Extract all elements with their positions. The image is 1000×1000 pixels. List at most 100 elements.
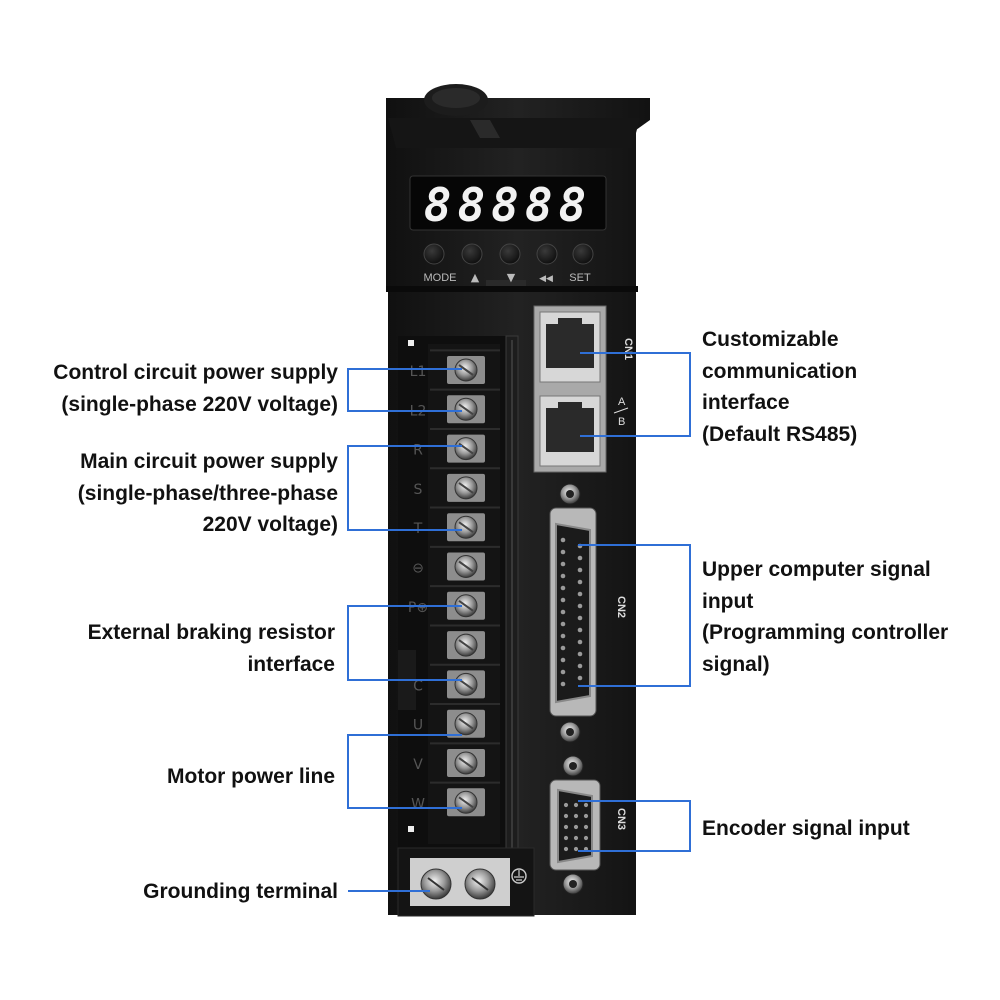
callout-line: Encoder signal input (702, 817, 910, 840)
cn3-pin (563, 802, 569, 808)
callout-grounding: Grounding terminal (143, 876, 338, 908)
screw-slot (458, 403, 474, 416)
screw-slot (458, 364, 474, 376)
keypad: MODE ▲ ▼ ◀◀ SET (423, 243, 594, 284)
terminal-label: ⊖ (412, 561, 424, 577)
cn1-label: CN1 (622, 338, 634, 360)
callout-line: Motor power line (167, 765, 335, 788)
callout-line: input (702, 589, 754, 613)
cn2-pin (577, 615, 583, 621)
cn3-pins (563, 802, 589, 852)
cn1-ports: CN1 A B (533, 305, 634, 473)
terminal-label: C (413, 678, 423, 694)
cn2-pin (560, 681, 566, 687)
mode-label: MODE (424, 272, 457, 284)
grounding-block (397, 847, 535, 917)
cn2-pin (560, 669, 566, 675)
callout-line: signal) (702, 652, 770, 676)
callout-line: (single-phase/three-phase (77, 481, 338, 505)
cn2-pin (560, 633, 566, 639)
cn3-pin (583, 835, 589, 841)
cn2-label: CN2 (615, 596, 627, 618)
leader-control-power (347, 368, 462, 412)
down-label: ▼ (507, 271, 516, 284)
cn3-pin (583, 813, 589, 819)
callout-line: interface (702, 391, 790, 414)
screw-slot (458, 717, 474, 730)
callout-upper-computer: Upper computer signal input (Programming… (702, 554, 948, 680)
screw-slot (458, 796, 474, 809)
cn2-pin (577, 579, 583, 585)
callout-line: (Programming controller (702, 621, 949, 644)
leader-motor (347, 734, 462, 809)
callout-line: 220V voltage) (202, 513, 338, 536)
screw-slot (458, 678, 474, 691)
cn3-pin (573, 802, 579, 808)
cn3-pin (573, 846, 579, 852)
cn2-pin (577, 567, 583, 573)
cn3-pin (583, 824, 589, 830)
up-button[interactable] (461, 243, 483, 265)
terminal-label: W (411, 796, 425, 812)
cn2-pin (577, 639, 583, 645)
terminal-label: S (414, 482, 423, 498)
leader-braking (347, 605, 462, 681)
cn3-pin (583, 802, 589, 808)
terminal-label: V (413, 757, 423, 773)
callout-line: (Default RS485) (702, 422, 858, 446)
callout-motor-power: Motor power line (167, 761, 335, 793)
cn2-pin (577, 675, 583, 681)
callout-line: External braking resistor (87, 621, 335, 644)
cn2-pin (560, 585, 566, 591)
callout-line: communication (702, 359, 858, 383)
screw-slot (458, 599, 474, 612)
cn2-pin (560, 657, 566, 663)
leader-lines (347, 352, 691, 892)
cn2-pin (577, 591, 583, 597)
terminal-label: U (413, 718, 423, 734)
cn2-pin (577, 627, 583, 633)
led-display: 88888 (409, 175, 607, 232)
callout-control-power: Control circuit power supply (single-pha… (53, 357, 338, 420)
cn3-pin (563, 824, 569, 830)
cn2-pin (560, 609, 566, 615)
callout-line: (single-phase 220V voltage) (61, 392, 338, 416)
screw-slot (458, 757, 474, 769)
display-digits: 88888 (424, 178, 592, 232)
terminal-label: R (413, 443, 423, 459)
down-button[interactable] (499, 243, 521, 265)
cn2-pin (560, 561, 566, 567)
shift-button[interactable] (536, 243, 558, 265)
ground-symbol-icon (511, 868, 527, 884)
shift-label: ◀◀ (539, 274, 553, 284)
cn3-pin (563, 846, 569, 852)
callout-encoder: Encoder signal input (702, 813, 910, 845)
callout-braking-resistor: External braking resistor interface (88, 617, 335, 680)
callout-line: Main circuit power supply (80, 450, 338, 473)
cn3-pin (573, 824, 579, 830)
cn2-pin (577, 651, 583, 657)
mode-button[interactable] (423, 243, 445, 265)
callout-line: Upper computer signal (702, 558, 931, 581)
screw-slot (458, 639, 474, 651)
callout-communication: Customizable communication interface (De… (702, 324, 857, 450)
callout-line: interface (247, 652, 335, 676)
cn2-pin (560, 573, 566, 579)
cn3-pin (563, 835, 569, 841)
cn3-pin (563, 813, 569, 819)
cn2-pin (577, 663, 583, 669)
set-button[interactable] (572, 243, 594, 265)
cn2-pin (560, 645, 566, 651)
set-label: SET (569, 272, 591, 284)
cn2-pin (560, 537, 566, 543)
up-label: ▲ (471, 271, 480, 284)
leader-main-power (347, 445, 462, 531)
callout-main-power: Main circuit power supply (single-phase/… (78, 446, 338, 541)
cn1-b-label: B (618, 416, 625, 428)
leader-communication (580, 352, 691, 437)
cn3-label: CN3 (615, 808, 627, 830)
cn1-a-label: A (618, 396, 626, 408)
cn2-pin (560, 621, 566, 627)
terminal-label: L1 (410, 364, 427, 380)
callout-line: Control circuit power supply (53, 361, 338, 384)
